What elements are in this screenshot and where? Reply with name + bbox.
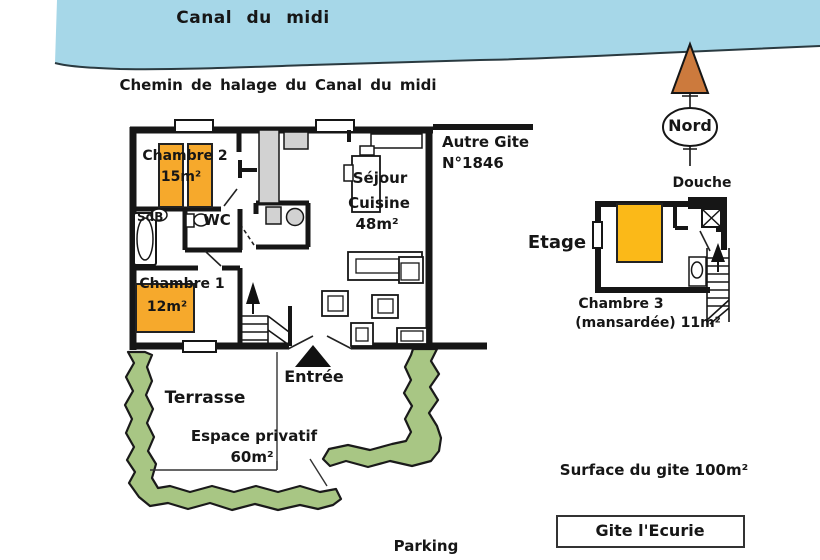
window-icon <box>315 119 355 133</box>
espace-privatif-label: Espace privatif <box>190 427 318 445</box>
chambre3-label: Chambre 3 <box>578 296 664 312</box>
path-line <box>309 458 328 487</box>
kitchen-unit-icon <box>283 131 309 150</box>
autre-gite-line1: Autre Gite <box>442 133 530 151</box>
staircase-ground <box>240 282 290 346</box>
etage-door-swing-icon <box>699 230 711 252</box>
chair-icon <box>343 164 354 182</box>
appliance-icon <box>265 206 282 225</box>
basin-icon <box>285 207 305 227</box>
kitchen-counter-icon <box>258 129 280 204</box>
chambre2-label: Chambre 2 <box>142 148 228 164</box>
etage-stairs-winders <box>706 299 730 325</box>
nord-label: Nord <box>668 116 712 135</box>
coffee-table-top <box>355 327 369 342</box>
door-swing-icon <box>204 250 222 267</box>
shower-tray-cross <box>701 208 722 228</box>
cabinet-door <box>400 262 420 281</box>
toilet-icon <box>193 213 209 227</box>
sink-icon <box>150 208 168 222</box>
upper-floor-plan <box>592 197 730 325</box>
etage-partition <box>673 204 688 230</box>
entree-label: Entrée <box>284 367 344 386</box>
canal-water <box>55 0 820 70</box>
window-icon <box>174 119 214 133</box>
stairs-steps-icon <box>240 315 269 346</box>
chambre1-label: Chambre 1 <box>139 276 225 292</box>
sdb-label: SdB <box>137 210 164 224</box>
door-swing-icon <box>241 226 255 246</box>
hedge-right <box>321 347 443 469</box>
beds <box>135 143 213 333</box>
gite-name-label: Gite l'Ecurie <box>595 521 705 540</box>
canal-shore-line <box>54 45 820 71</box>
sejour-area: 48m² <box>355 215 399 233</box>
surface-label: Surface du gite 100m² <box>559 461 749 479</box>
etage-bed-icon <box>616 203 663 263</box>
etage-label: Etage <box>527 232 587 253</box>
autre-gite-line2: N°1846 <box>442 154 504 172</box>
chambre2-area: 15m² <box>160 169 202 185</box>
entrance-arrow-icon <box>295 345 331 367</box>
towpath-label: Chemin de halage du Canal du midi <box>119 76 437 94</box>
wc-label: WC <box>203 211 231 229</box>
garden <box>123 347 443 512</box>
sideboard-icon <box>370 133 423 149</box>
windows <box>174 119 355 353</box>
hedge-left-bottom <box>123 350 343 512</box>
gite-name-box <box>556 515 745 548</box>
entrance <box>295 345 331 367</box>
door-swing-icon <box>326 335 353 350</box>
douche-label: Douche <box>672 175 732 191</box>
compass-stem <box>682 93 698 109</box>
chair-icon <box>359 145 375 156</box>
double-bed-icon <box>135 283 195 333</box>
tv-stand-top <box>400 330 424 342</box>
interior-walls <box>133 127 351 346</box>
compass-tail <box>683 146 697 166</box>
espace-privatif-area: 60m² <box>230 448 274 466</box>
etage-stairs-up-arrow-icon <box>711 243 725 262</box>
etage-window-icon <box>592 221 603 249</box>
single-bed-icon <box>158 143 184 208</box>
chambre1-area: 12m² <box>146 299 188 315</box>
toilet-tank <box>185 213 195 228</box>
door-swing-icon <box>223 188 238 207</box>
bathroom-fixtures <box>133 206 305 266</box>
canal <box>54 0 820 71</box>
armchair-cushion <box>327 295 344 312</box>
stairs-up-arrow-icon <box>246 282 260 304</box>
private-area-dimension-line <box>150 461 278 471</box>
wall-shower-room <box>253 200 311 250</box>
armchair-icon <box>321 290 349 317</box>
kitchen <box>258 129 423 204</box>
etage-stairs-rails <box>706 248 730 322</box>
stairs-winders <box>267 315 290 346</box>
chambre3-detail: (mansardée) 11m² <box>575 315 721 331</box>
wall-hall-nib <box>238 160 257 178</box>
door-swings <box>204 188 353 350</box>
etage-toilet-bowl <box>690 261 704 279</box>
exterior-lines <box>150 352 328 487</box>
bathtub-basin <box>136 217 154 261</box>
staircase-etage <box>706 243 730 325</box>
sejour-label-line1: Séjour <box>352 169 408 187</box>
parking-label: Parking <box>393 537 459 555</box>
dining-table-icon <box>351 155 381 213</box>
armchair-cushion <box>377 298 394 314</box>
door-swing-icon <box>287 335 314 350</box>
living-room-furniture <box>321 145 428 347</box>
compass-rose <box>662 41 718 166</box>
single-bed-icon <box>187 143 213 208</box>
window-icon <box>182 340 217 353</box>
sejour-label-line2: Cuisine <box>348 194 410 212</box>
terrasse-label: Terrasse <box>164 388 246 408</box>
canal-title: Canal du midi <box>176 8 330 28</box>
